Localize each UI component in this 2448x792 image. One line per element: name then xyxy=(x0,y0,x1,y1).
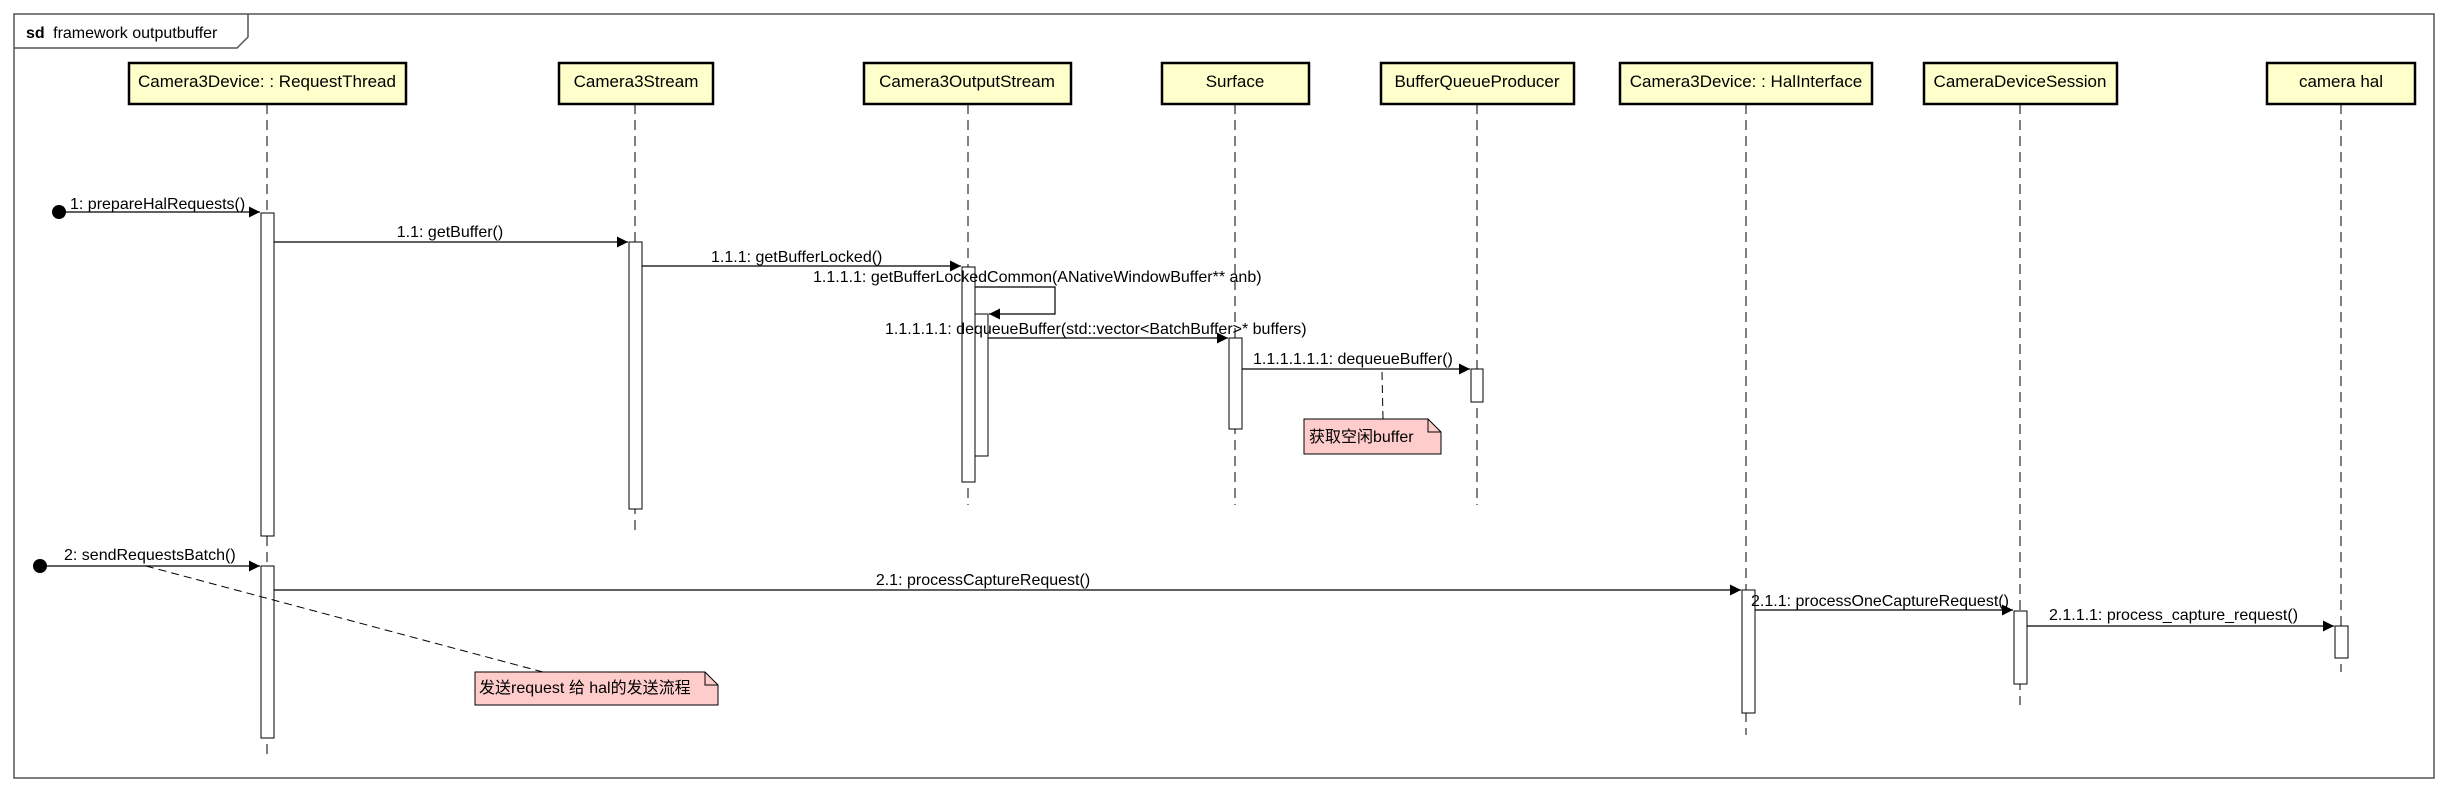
message-label-m1: 1: prepareHalRequests() xyxy=(70,196,245,213)
lifeline-halInterface: Camera3Device: : HalInterface xyxy=(1618,61,1874,106)
lifeline-label: Surface xyxy=(1206,72,1265,91)
message-label-m2: 2: sendRequestsBatch() xyxy=(64,547,236,564)
message-label-m111: 1.1.1: getBufferLocked() xyxy=(711,249,882,266)
message-label-m11: 1.1: getBuffer() xyxy=(397,224,503,241)
activation-bars xyxy=(260,212,2349,739)
sd-frame: sd framework outputbuffer xyxy=(13,13,2435,779)
message-label-m111111: 1.1.1.1.1.1: dequeueBuffer() xyxy=(1253,351,1453,368)
note-anchor-n1 xyxy=(1381,371,1384,420)
message-label-m211: 2.1.1: processOneCaptureRequest() xyxy=(1751,593,2009,610)
lifeline-label: BufferQueueProducer xyxy=(1394,72,1559,91)
message-arrow-m1111 xyxy=(975,286,1056,320)
activation-camera3OutputStream-outer xyxy=(961,266,976,483)
message-label-m1111: 1.1.1.1: getBufferLockedCommon(ANativeWi… xyxy=(813,269,1262,286)
lifeline-camera3OutputStream: Camera3OutputStream xyxy=(862,61,1073,106)
frame-keyword: sd xyxy=(26,25,45,42)
activation-surface xyxy=(1228,337,1243,430)
notes: 获取空闲buffer 发送request 给 hal的发送流程 xyxy=(145,371,1442,706)
activation-requestThread-1 xyxy=(260,212,275,537)
note-text-n2: 发送request 给 hal的发送流程 xyxy=(479,679,691,697)
activation-bufferQueueProducer xyxy=(1470,368,1484,403)
message-label-m11111: 1.1.1.1.1: dequeueBuffer(std::vector<Bat… xyxy=(885,321,1307,338)
activation-camera3Stream xyxy=(628,241,643,510)
activation-requestThread-2 xyxy=(260,565,275,739)
frame-name: framework outputbuffer xyxy=(53,25,218,42)
activation-cameraHal xyxy=(2334,625,2349,659)
svg-text:sd framework outputbuffe: sd framework outputbuffer xyxy=(26,25,218,42)
message-label-m21: 2.1: processCaptureRequest() xyxy=(876,572,1090,589)
lifeline-cameraDeviceSession: CameraDeviceSession xyxy=(1922,61,2119,106)
lifeline-label: Camera3OutputStream xyxy=(879,72,1055,91)
lifeline-surface: Surface xyxy=(1160,61,1311,106)
note-text-n1: 获取空闲buffer xyxy=(1309,428,1414,446)
message-labels: 1: prepareHalRequests() 1.1: getBuffer()… xyxy=(64,196,2298,624)
messages xyxy=(33,205,2334,632)
lifeline-bufferQueueProducer: BufferQueueProducer xyxy=(1379,61,1576,106)
message-label-m2111: 2.1.1.1: process_capture_request() xyxy=(2049,607,2298,624)
lifeline-label: Camera3Device: : HalInterface xyxy=(1630,72,1862,91)
note-n2: 发送request 给 hal的发送流程 xyxy=(474,671,719,706)
lifeline-cameraHal: camera hal xyxy=(2265,61,2417,106)
lifeline-label: CameraDeviceSession xyxy=(1934,72,2107,91)
note-n1: 获取空闲buffer xyxy=(1303,418,1442,455)
lifeline-heads: Camera3Device: : RequestThread Camera3St… xyxy=(127,61,2417,106)
lifeline-label: Camera3Stream xyxy=(574,72,699,91)
activation-halInterface xyxy=(1741,589,1756,714)
lifeline-camera3Stream: Camera3Stream xyxy=(557,61,715,106)
note-anchor-n2 xyxy=(145,565,544,673)
activation-cameraDeviceSession xyxy=(2013,610,2028,685)
activation-camera3OutputStream-inner xyxy=(974,313,989,457)
lifeline-label: Camera3Device: : RequestThread xyxy=(138,72,396,91)
lifeline-label: camera hal xyxy=(2299,72,2383,91)
lifeline-requestThread: Camera3Device: : RequestThread xyxy=(127,61,408,106)
